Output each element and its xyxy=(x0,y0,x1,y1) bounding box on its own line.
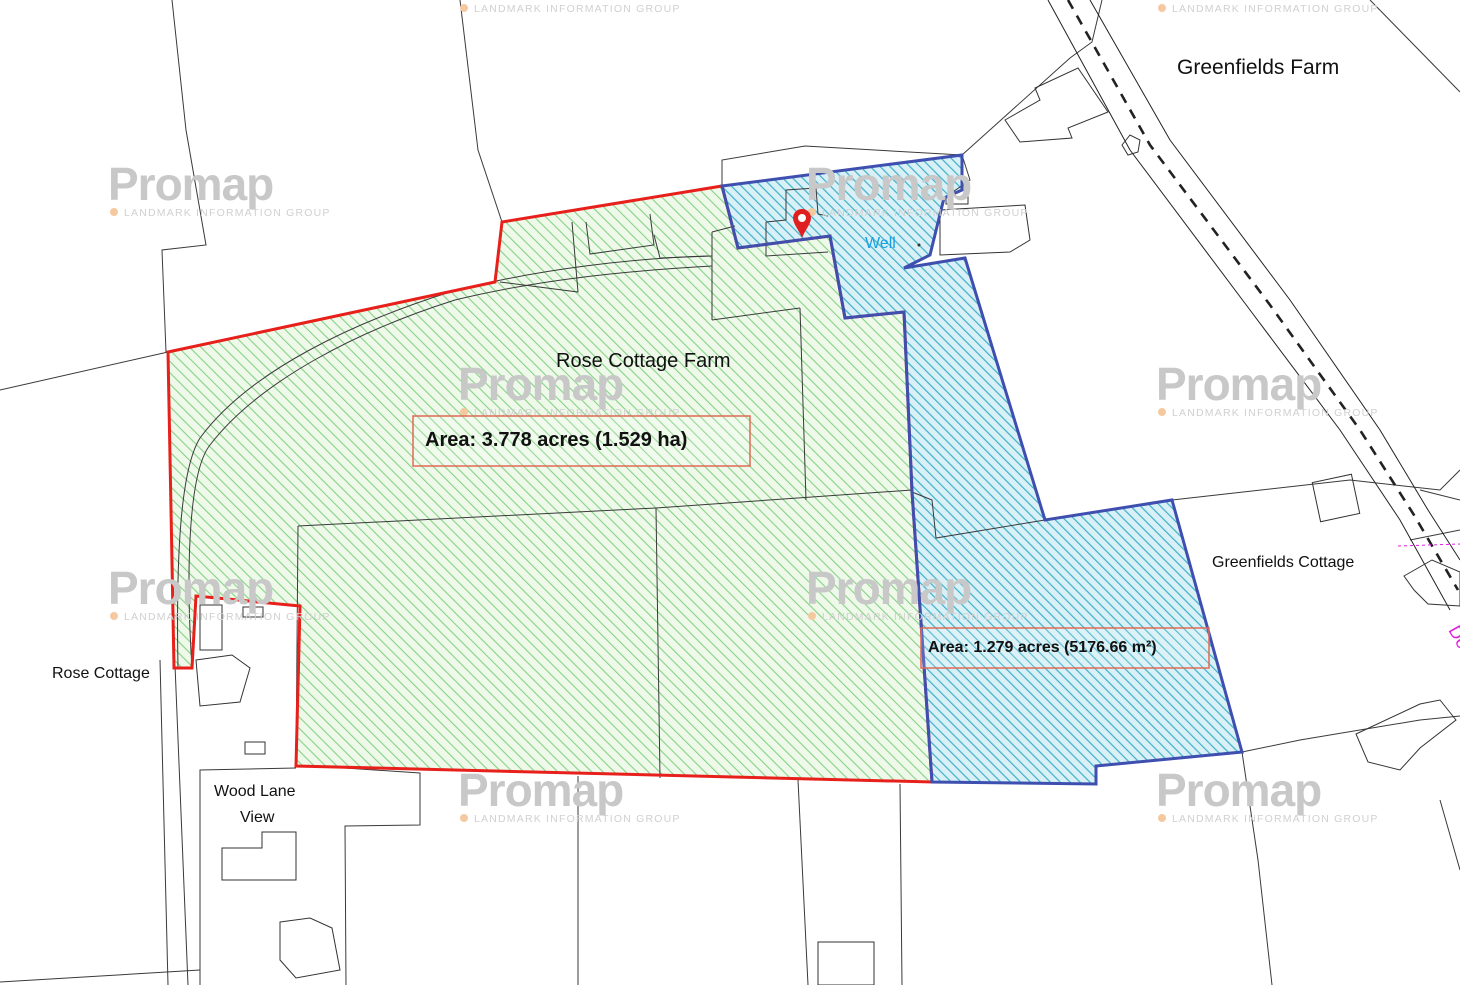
area-label-blue: Area: 1.279 acres (5176.66 m²) xyxy=(920,627,1210,669)
watermark: Promap LANDMARK INFORMATION GROUP xyxy=(108,562,331,623)
watermark-tagline: LANDMARK INFORMATION GROUP xyxy=(822,611,1029,623)
label-wood-lane-line2: View xyxy=(240,809,275,826)
label-greenfields-farm: Greenfields Farm xyxy=(1177,56,1339,79)
watermark-tagline: LANDMARK INFORMATION GROUP xyxy=(1172,407,1379,419)
watermark: Promap LANDMARK INFORMATION GROUP xyxy=(806,562,1029,623)
watermark-dot-icon xyxy=(1158,4,1166,12)
watermark-brand: Promap xyxy=(806,158,971,210)
watermark-tagline: LANDMARK INFORMATION GROUP xyxy=(124,611,331,623)
label-rose-cottage: Rose Cottage xyxy=(52,665,150,682)
watermark-dot-icon xyxy=(110,612,118,620)
watermark-dot-icon xyxy=(460,408,468,416)
watermark-tagline: LANDMARK INFORMATION GROUP xyxy=(474,813,681,825)
watermark: Promap LANDMARK INFORMATION GROUP xyxy=(1156,358,1379,419)
area-label-green-box xyxy=(412,415,751,467)
label-greenfields-cottage: Greenfields Cottage xyxy=(1212,554,1354,571)
watermark-dot-icon xyxy=(808,612,816,620)
watermark-tagline: LANDMARK INFORMATION GROUP xyxy=(1172,813,1379,825)
watermark-tagline: LANDMARK INFORMATION GROUP xyxy=(124,207,331,219)
area-label-blue-text: Area: 1.279 acres (5176.66 m²) xyxy=(928,639,1157,656)
watermark-brand: Promap xyxy=(458,358,623,410)
area-label-green: Area: 3.778 acres (1.529 ha) xyxy=(412,415,751,467)
label-wood-lane-line1: Wood Lane xyxy=(214,783,296,800)
watermark: LANDMARK INFORMATION GROUP xyxy=(460,3,681,15)
watermark: Promap LANDMARK INFORMATION GROUP xyxy=(108,158,331,219)
watermark: Promap LANDMARK INFORMATION GROUP xyxy=(1156,764,1379,825)
watermark-dot-icon xyxy=(1158,408,1166,416)
map-pin-icon[interactable] xyxy=(793,209,811,238)
watermark-brand: Promap xyxy=(108,562,273,614)
watermark-brand: Promap xyxy=(1156,358,1321,410)
road-marking xyxy=(1397,543,1460,547)
label-well: Well xyxy=(865,235,896,252)
watermark-dot-icon xyxy=(460,4,468,12)
watermark-tagline: LANDMARK INFORMATION GROUP xyxy=(822,207,1029,219)
watermark-tagline: LANDMARK INFORMATION GROUP xyxy=(474,3,681,15)
area-label-blue-box xyxy=(920,627,1210,669)
parcel-blue xyxy=(722,155,1242,784)
watermark: LANDMARK INFORMATION GROUP xyxy=(1158,3,1379,15)
parcel-green xyxy=(168,186,932,782)
well-point xyxy=(917,243,921,247)
watermark-brand: Promap xyxy=(108,158,273,210)
watermark-brand: Promap xyxy=(1156,764,1321,816)
watermark-tagline: LANDMARK INFORMATION GROUP xyxy=(1172,3,1379,15)
parcel-blue-border xyxy=(720,153,1244,786)
label-rose-cottage-farm: Rose Cottage Farm xyxy=(556,350,731,372)
watermark-dot-icon xyxy=(460,814,468,822)
label-road-fragment: De xyxy=(1445,622,1460,652)
watermark-brand: Promap xyxy=(806,562,971,614)
watermark-brand: Promap xyxy=(458,764,623,816)
watermarks: Promap LANDMARK INFORMATION GROUP Promap… xyxy=(108,3,1379,825)
road xyxy=(1047,0,1460,611)
watermark: Promap LANDMARK INFORMATION GROUP xyxy=(458,764,681,825)
watermark-dot-icon xyxy=(1158,814,1166,822)
internal-boundaries xyxy=(177,154,1046,779)
watermark-dot-icon xyxy=(110,208,118,216)
area-label-green-text: Area: 3.778 acres (1.529 ha) xyxy=(425,429,687,451)
watermark: Promap LANDMARK INFORMATION GROUP xyxy=(806,158,1029,219)
